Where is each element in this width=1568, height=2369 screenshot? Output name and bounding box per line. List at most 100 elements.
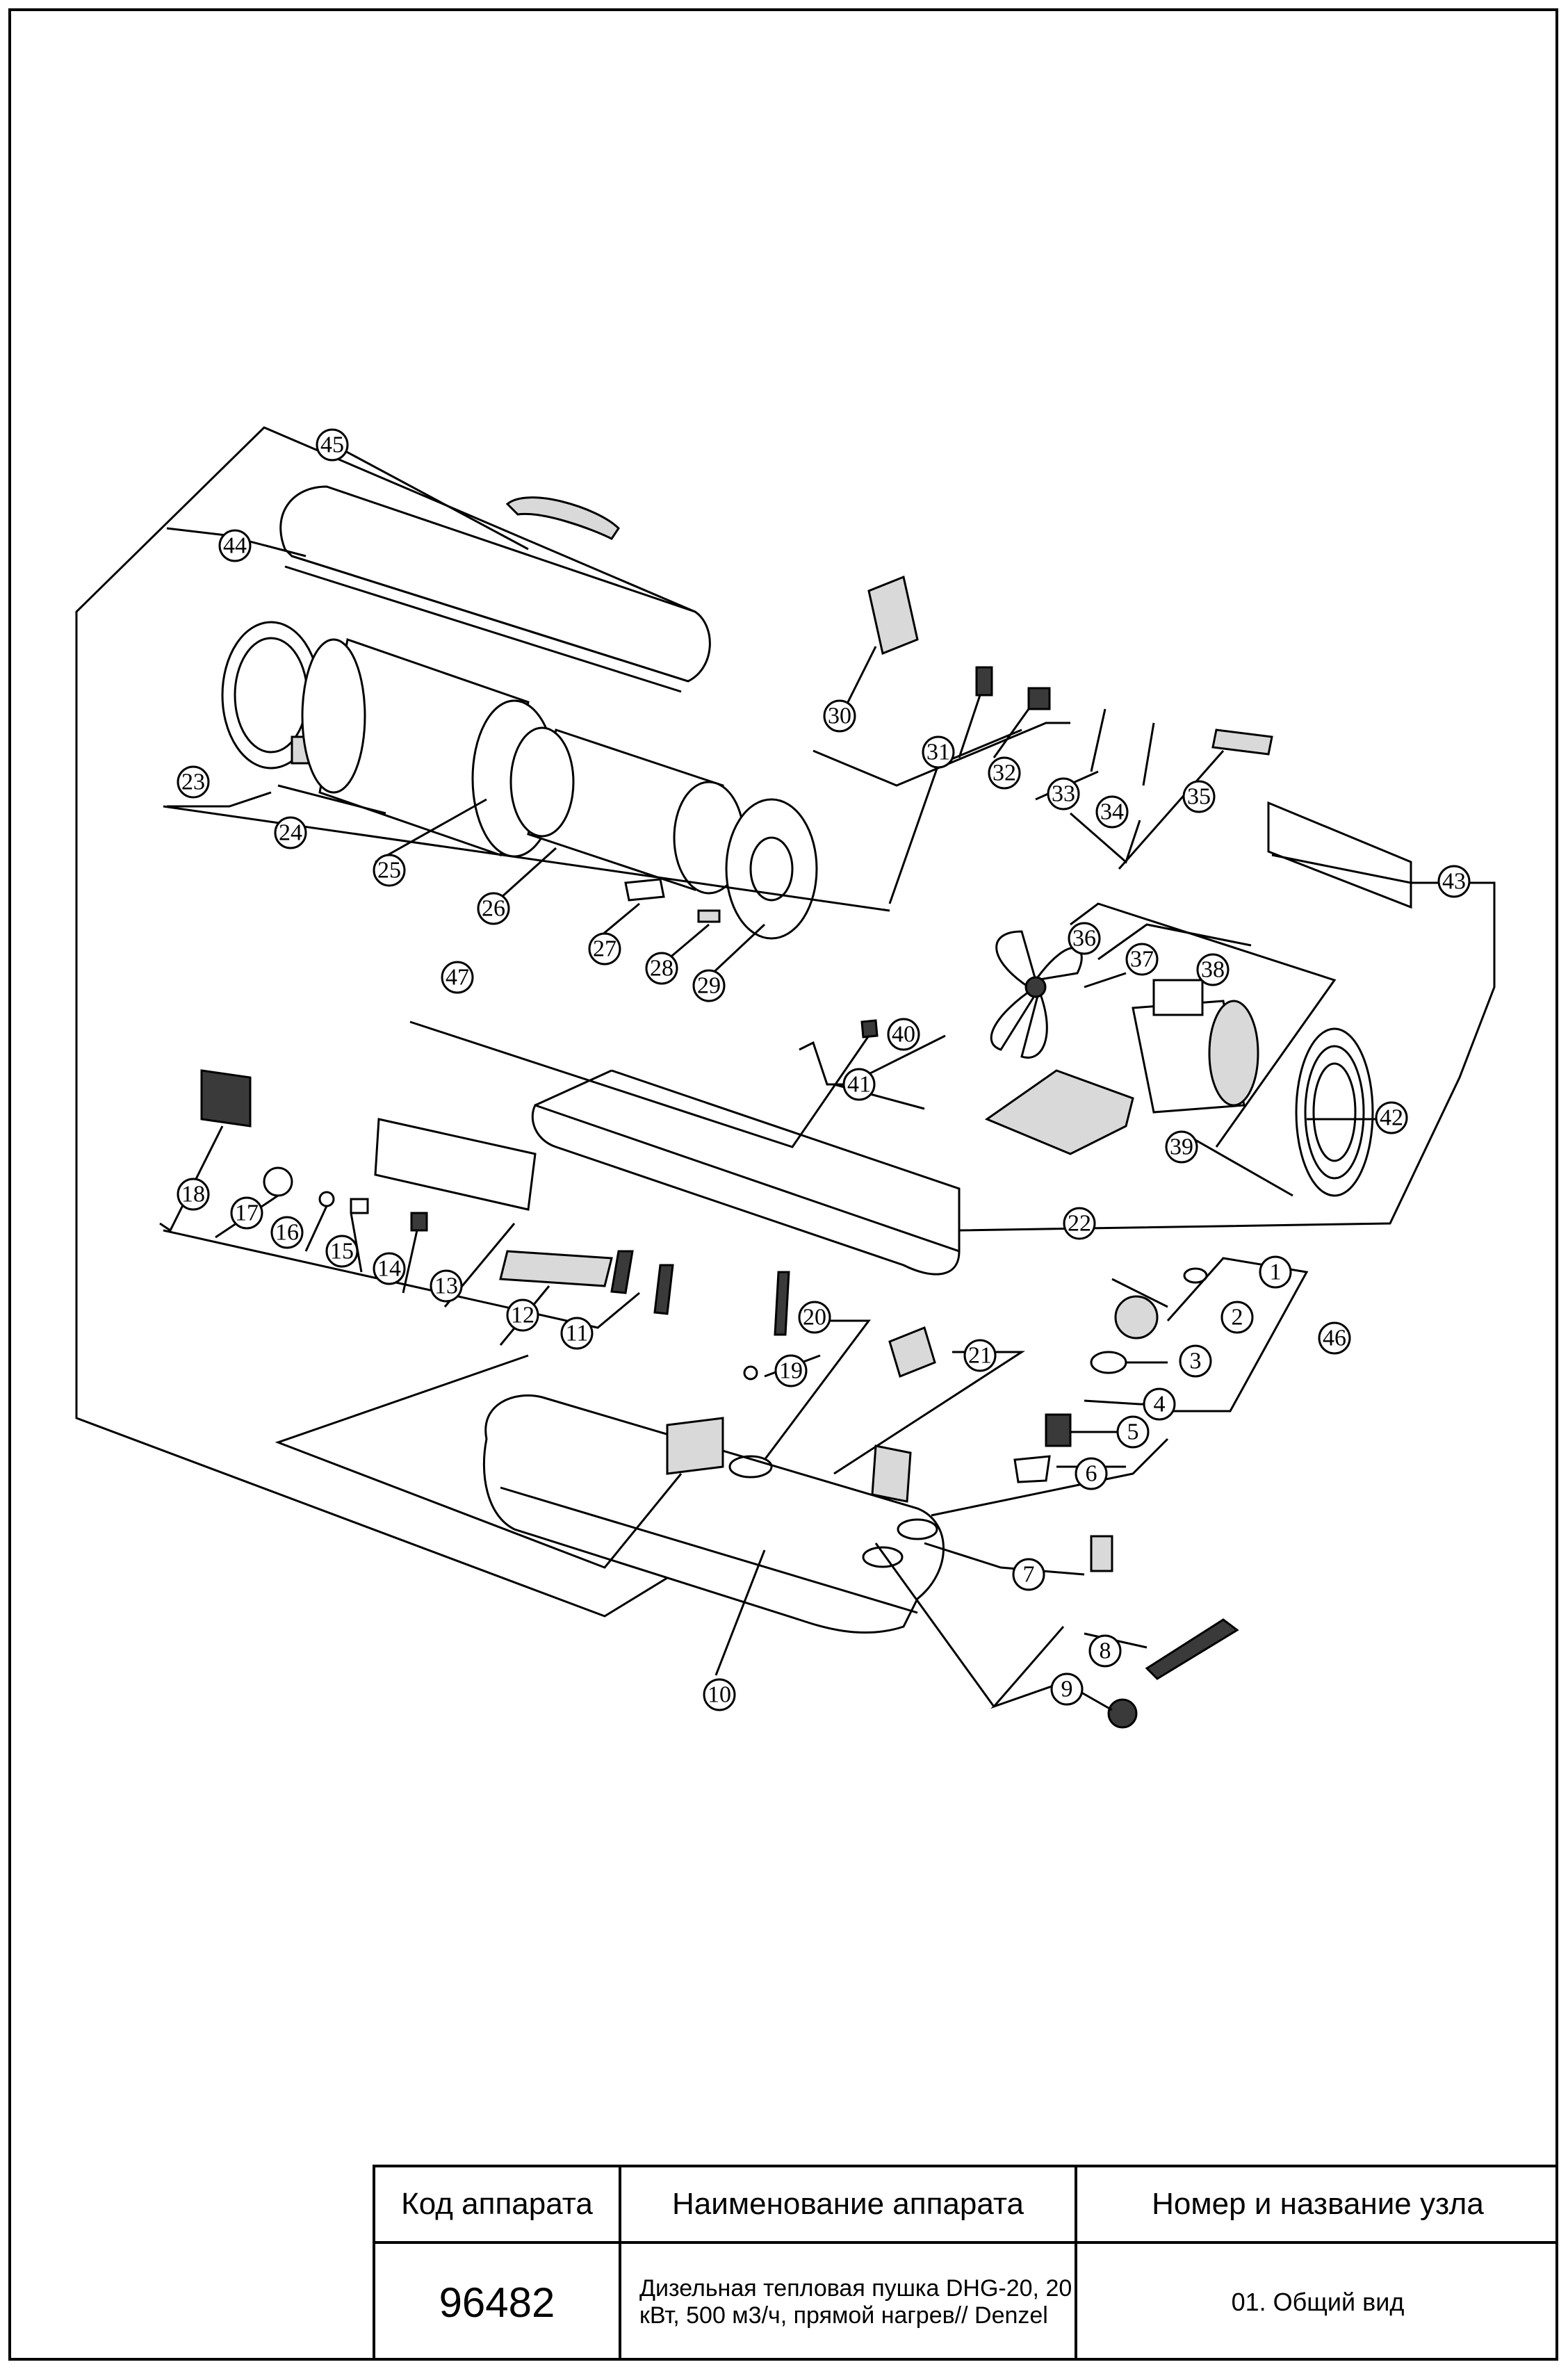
fan-blade (990, 930, 1083, 1059)
svg-text:1: 1 (1270, 1260, 1282, 1285)
callout-27: 27 (588, 932, 621, 966)
callout-46: 46 (1318, 1321, 1351, 1355)
svg-text:21: 21 (968, 1343, 992, 1369)
part-14 (410, 1212, 428, 1232)
callout-41: 41 (842, 1068, 876, 1101)
nut (318, 1191, 335, 1207)
svg-text:3: 3 (1190, 1349, 1202, 1374)
callout-35: 35 (1182, 780, 1216, 813)
rod-4 (1084, 1399, 1141, 1406)
svg-text:32: 32 (993, 760, 1016, 786)
bracket-41 (799, 1041, 855, 1086)
header-node: Номер и название узла (1077, 2167, 1558, 2244)
callout-40: 40 (887, 1018, 920, 1051)
rod-34 (1142, 722, 1155, 786)
svg-text:39: 39 (1170, 1134, 1193, 1160)
callout-47: 47 (441, 961, 474, 994)
svg-text:42: 42 (1380, 1105, 1403, 1131)
handle (505, 496, 620, 540)
igniter (499, 1250, 613, 1287)
svg-text:38: 38 (1201, 957, 1225, 983)
svg-text:34: 34 (1100, 799, 1124, 825)
callout-18: 18 (177, 1178, 210, 1211)
svg-text:12: 12 (511, 1303, 534, 1328)
svg-text:36: 36 (1072, 926, 1096, 952)
cup-6 (1013, 1455, 1051, 1483)
lower-housing (531, 1069, 961, 1276)
svg-text:23: 23 (181, 770, 205, 795)
washer-3 (1090, 1351, 1127, 1374)
callout-23: 23 (177, 765, 210, 799)
callout-5: 5 (1116, 1415, 1150, 1449)
device-name: Дизельная тепловая пушка DHG-20, 20 кВт,… (621, 2244, 1077, 2361)
callout-36: 36 (1068, 922, 1101, 955)
burner-plate (725, 798, 818, 940)
callout-25: 25 (373, 854, 406, 887)
callout-44: 44 (218, 529, 252, 562)
clip-right (653, 1264, 674, 1315)
svg-text:33: 33 (1052, 781, 1075, 807)
plug-8 (1145, 1618, 1239, 1680)
fitting-32 (1027, 687, 1051, 710)
callout-15: 15 (325, 1235, 359, 1268)
fitting-31 (975, 666, 993, 697)
filter-5 (1045, 1413, 1072, 1447)
valve-21 (888, 1326, 936, 1378)
combustion-chamber (509, 726, 745, 895)
svg-text:35: 35 (1187, 784, 1211, 810)
holder-30 (867, 575, 919, 656)
callout-9: 9 (1050, 1672, 1084, 1706)
svg-text:26: 26 (482, 896, 505, 922)
callout-2: 2 (1220, 1301, 1254, 1334)
svg-text:20: 20 (803, 1305, 826, 1330)
svg-text:25: 25 (377, 858, 401, 884)
callout-1: 1 (1259, 1255, 1292, 1289)
svg-text:29: 29 (697, 973, 721, 999)
svg-text:9: 9 (1061, 1677, 1073, 1702)
svg-text:40: 40 (892, 1022, 915, 1048)
callout-39: 39 (1165, 1130, 1198, 1164)
top-cover (279, 485, 711, 693)
callout-17: 17 (230, 1196, 263, 1230)
svg-text:2: 2 (1232, 1305, 1243, 1330)
header-code: Код аппарата (375, 2167, 621, 2244)
svg-text:27: 27 (593, 936, 616, 962)
drawing-frame (8, 8, 1558, 2361)
callout-28: 28 (645, 952, 678, 985)
svg-text:44: 44 (223, 533, 247, 559)
callout-16: 16 (270, 1216, 304, 1249)
rod-33 (1090, 708, 1106, 772)
ring-19 (743, 1365, 758, 1381)
terminal-35 (1211, 728, 1273, 756)
callout-7: 7 (1012, 1558, 1045, 1591)
fan-guard (1295, 1027, 1374, 1197)
callout-45: 45 (316, 428, 349, 462)
callout-20: 20 (798, 1301, 831, 1334)
circuit-board (200, 1069, 252, 1127)
part-40 (860, 1019, 879, 1039)
callout-11: 11 (560, 1317, 594, 1350)
node-name: 01. Общий вид (1231, 2288, 1405, 2316)
svg-text:13: 13 (434, 1273, 458, 1299)
callout-24: 24 (274, 816, 307, 849)
svg-text:10: 10 (708, 1682, 731, 1708)
nozzle-28 (697, 909, 721, 923)
fuel-tank (482, 1394, 945, 1634)
device-code: 96482 (375, 2244, 621, 2361)
callout-30: 30 (823, 699, 856, 733)
callout-42: 42 (1375, 1101, 1408, 1134)
callout-29: 29 (692, 969, 726, 1002)
callout-31: 31 (922, 735, 955, 769)
callout-33: 33 (1047, 777, 1080, 811)
callout-34: 34 (1095, 795, 1129, 829)
callout-21: 21 (963, 1339, 997, 1372)
svg-text:43: 43 (1442, 869, 1466, 895)
knob (263, 1166, 293, 1197)
switch-15 (350, 1198, 369, 1214)
control-panel (374, 1118, 537, 1211)
svg-text:47: 47 (446, 965, 469, 991)
title-block: Код аппарата Наименование аппарата Номер… (373, 2165, 1558, 2361)
callout-32: 32 (988, 756, 1021, 790)
svg-text:37: 37 (1130, 947, 1154, 972)
clip-left (610, 1250, 634, 1294)
